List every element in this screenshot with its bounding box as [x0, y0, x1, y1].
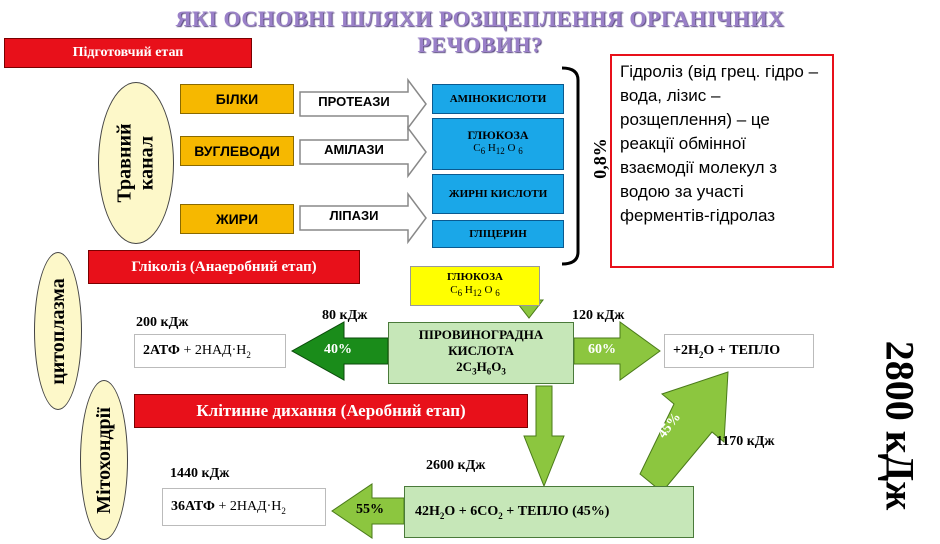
mitochondria-ellipse: Мітохондрії	[80, 380, 128, 540]
arrow-60	[573, 321, 661, 381]
pyruvic-acid-box: ПІРОВИНОГРАДНА КИСЛОТА 2C3H6O3	[388, 322, 574, 384]
glucose-formula: C6 H12 O 6	[473, 142, 523, 157]
cytoplasm-ellipse: цитоплазма	[34, 252, 82, 410]
digestive-canal-ellipse: Травний канал	[98, 82, 174, 244]
atp36-label: 36АТФ	[171, 499, 215, 514]
product-amino-acids: АМІНОКИСЛОТИ	[432, 84, 564, 114]
energy-80: 80 кДж	[322, 308, 368, 323]
energy-2600: 2600 кДж	[426, 458, 486, 473]
arrow-45	[639, 371, 729, 493]
enzyme-amylases: АМІЛАЗИ	[324, 142, 384, 157]
prep-stage-label: Підготовчий етап	[4, 38, 252, 68]
cell-respiration-label: Клітинне дихання (Аеробний етап)	[134, 394, 528, 428]
glucose2-formula: C6 H12 O 6	[450, 284, 500, 299]
water-heat-box: +2H2O + ТЕПЛО	[664, 334, 814, 368]
arrow-55	[331, 483, 405, 539]
water-formula: +2H2O	[673, 342, 715, 360]
mitochondria-label: Мітохондрії	[92, 406, 115, 514]
percent-60: 60%	[588, 342, 616, 357]
atp2-label: 2АТФ	[143, 343, 180, 358]
nad36-label: + 2НАД	[218, 499, 267, 514]
substrate-fats: ЖИРИ	[180, 204, 294, 234]
energy-120: 120 кДж	[572, 308, 625, 323]
atp2-box: 2АТФ + 2НАД·Н2	[134, 334, 286, 368]
aerobic-result-box: 42H2O + 6CO2 + ТЕПЛО (45%)	[404, 486, 694, 538]
page-title: ЯКІ ОСНОВНІ ШЛЯХИ РОЗЩЕПЛЕННЯ ОРГАНІЧНИХ…	[175, 6, 785, 57]
final-suffix: + ТЕПЛО (45%)	[506, 504, 610, 519]
arrow-40	[290, 321, 389, 381]
glucose-box: ГЛЮКОЗА C6 H12 O 6	[410, 266, 540, 306]
hydrolysis-definition: Гідроліз (від грец. гідро – вода, лізис …	[610, 54, 834, 268]
glucose2-label: ГЛЮКОЗА	[447, 271, 503, 284]
heat1-label: + ТЕПЛО	[717, 343, 781, 358]
enzyme-lipases: ЛІПАЗИ	[329, 208, 379, 223]
enzyme-proteases: ПРОТЕАЗИ	[318, 94, 390, 109]
arrow-amylases	[299, 125, 427, 179]
energy-200: 200 кДж	[136, 315, 189, 330]
total-energy-wrap: 2800 кДж	[860, 320, 940, 530]
product-fatty-acids: ЖИРНІ КИСЛОТИ	[432, 174, 564, 214]
arrow-lipases	[299, 191, 427, 245]
substrate-carbohydrates: ВУГЛЕВОДИ	[180, 136, 294, 166]
pyruvic-label: ПІРОВИНОГРАДНА КИСЛОТА	[418, 326, 544, 358]
glycolysis-label: Гліколіз (Анаеробний етап)	[88, 250, 360, 284]
glucose-label: ГЛЮКОЗА	[467, 128, 529, 143]
nad2-label: + 2НАД	[183, 343, 232, 358]
cytoplasm-label: цитоплазма	[46, 277, 69, 385]
atp36-box: 36АТФ + 2НАД·Н2	[162, 488, 326, 526]
percent-55: 55%	[356, 502, 384, 517]
arrow-proteases	[299, 77, 427, 131]
pyruvic-formula: 2C3H6O3	[456, 358, 506, 377]
total-energy: 2800 кДж	[877, 340, 923, 510]
substrate-proteins: БІЛКИ	[180, 84, 294, 114]
nad36-formula: ·Н2	[266, 498, 286, 516]
percent-40: 40%	[324, 342, 352, 357]
aerobic-formula: 42H2O + 6CO2	[415, 503, 503, 521]
energy-1440: 1440 кДж	[170, 466, 230, 481]
nad2-formula: ·Н2	[231, 342, 251, 360]
bracket	[561, 66, 580, 266]
arrow-pyruvic-down	[523, 385, 565, 488]
product-glucose: ГЛЮКОЗА C6 H12 O 6	[432, 118, 564, 170]
product-glycerol: ГЛІЦЕРИН	[432, 220, 564, 248]
percent-prep: 0,8%	[589, 137, 610, 179]
energy-1170: 1170 кДж	[716, 434, 775, 449]
